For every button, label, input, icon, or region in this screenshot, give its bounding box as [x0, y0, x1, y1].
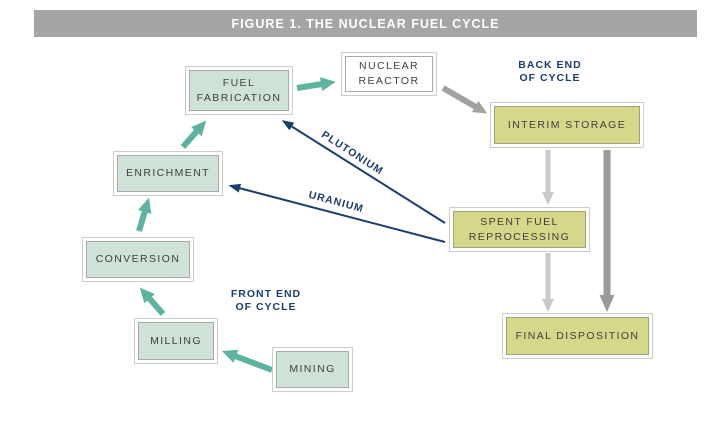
arrow-reactor-to-interim-storage [441, 85, 488, 114]
box-milling: MILLING [134, 318, 218, 364]
box-fuel-fabrication: FUEL FABRICATION [185, 66, 293, 115]
arrow-enrichment-to-fabrication [180, 120, 207, 149]
arrow-fabrication-to-reactor [296, 77, 336, 92]
box-milling-label: MILLING [138, 322, 214, 360]
box-enrichment: ENRICHMENT [113, 151, 223, 196]
box-conversion: CONVERSION [82, 237, 194, 282]
back-end-of-cycle-label: BACK END OF CYCLE [518, 59, 582, 85]
arrow-plutonium-to-fabrication [281, 120, 446, 224]
box-nuclear-reactor-label: NUCLEAR REACTOR [345, 56, 433, 92]
box-nuclear-reactor: NUCLEAR REACTOR [341, 52, 437, 96]
box-final-disposition-label: FINAL DISPOSITION [506, 317, 649, 355]
box-interim-storage-label: INTERIM STORAGE [494, 106, 640, 144]
figure-title: FIGURE 1. THE NUCLEAR FUEL CYCLE [34, 10, 697, 37]
box-enrichment-label: ENRICHMENT [117, 155, 219, 192]
front-end-of-cycle-label: FRONT END OF CYCLE [230, 288, 302, 314]
box-spent-fuel-reprocessing-label: SPENT FUEL REPROCESSING [453, 211, 586, 248]
box-interim-storage: INTERIM STORAGE [490, 102, 644, 148]
arrow-mining-to-milling [221, 349, 274, 373]
box-mining-label: MINING [276, 351, 349, 388]
box-mining: MINING [272, 347, 353, 392]
box-fuel-fabrication-label: FUEL FABRICATION [189, 70, 289, 111]
arrow-milling-to-conversion [139, 287, 166, 316]
box-spent-fuel-reprocessing: SPENT FUEL REPROCESSING [449, 207, 590, 252]
arrow-conversion-to-enrichment [136, 197, 152, 232]
box-final-disposition: FINAL DISPOSITION [502, 313, 653, 359]
box-conversion-label: CONVERSION [86, 241, 190, 278]
arrow-uranium-to-enrichment [228, 183, 446, 243]
